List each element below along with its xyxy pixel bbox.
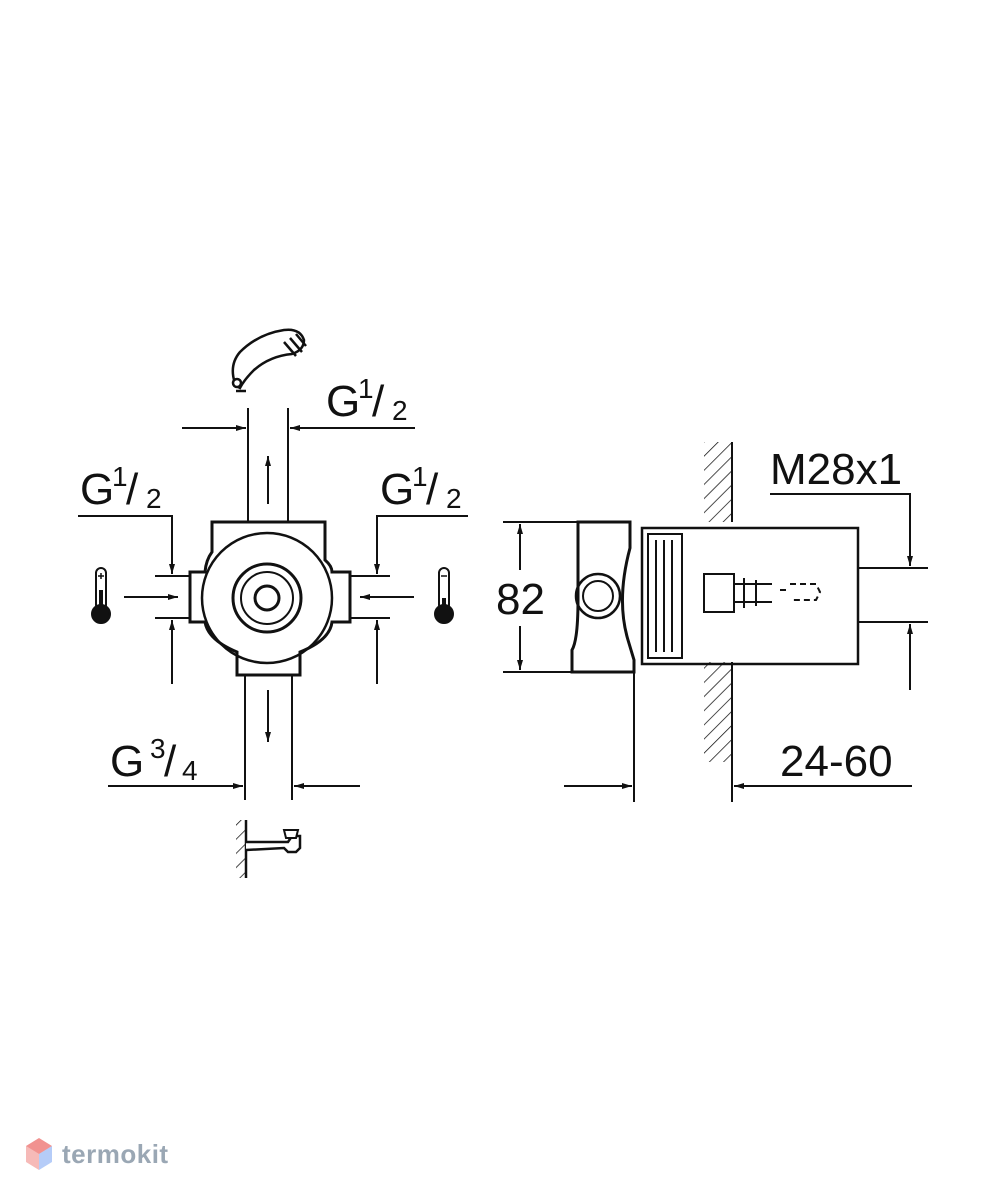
thermometer-cold-icon [434, 567, 454, 624]
label-top-outlet: G 1 / 2 [326, 373, 408, 426]
valve-body [188, 520, 352, 677]
dimension-height: 82 [496, 575, 545, 624]
dimension-thread: M28x1 [770, 445, 902, 494]
svg-text:1: 1 [112, 461, 128, 492]
label-bottom-outlet: G 3 / 4 [110, 733, 198, 786]
svg-text:1: 1 [412, 461, 428, 492]
hand-shower-icon [231, 328, 307, 393]
svg-text:3: 3 [150, 733, 166, 764]
svg-text:2: 2 [146, 483, 162, 514]
svg-text:4: 4 [182, 755, 198, 786]
svg-text:/: / [426, 465, 439, 514]
svg-text:G: G [80, 465, 114, 514]
svg-text:1: 1 [358, 373, 374, 404]
svg-text:G: G [326, 377, 360, 426]
svg-text:/: / [372, 377, 385, 426]
svg-text:2: 2 [446, 483, 462, 514]
front-view [78, 408, 468, 800]
dimension-depth: 24-60 [780, 737, 893, 786]
svg-text:G: G [110, 737, 144, 786]
svg-text:/: / [164, 737, 177, 786]
label-right-inlet: G 1 / 2 [380, 461, 462, 514]
watermark: termokit [24, 1136, 169, 1172]
thermometer-hot-icon [91, 567, 111, 624]
svg-text:G: G [380, 465, 414, 514]
valve-body-side [570, 520, 636, 674]
termokit-logo-icon [26, 1138, 52, 1170]
side-view [503, 442, 928, 802]
watermark-text: termokit [62, 1138, 169, 1169]
label-left-inlet: G 1 / 2 [80, 461, 162, 514]
bath-spout-icon [236, 820, 302, 878]
svg-text:/: / [126, 465, 139, 514]
svg-text:2: 2 [392, 395, 408, 426]
